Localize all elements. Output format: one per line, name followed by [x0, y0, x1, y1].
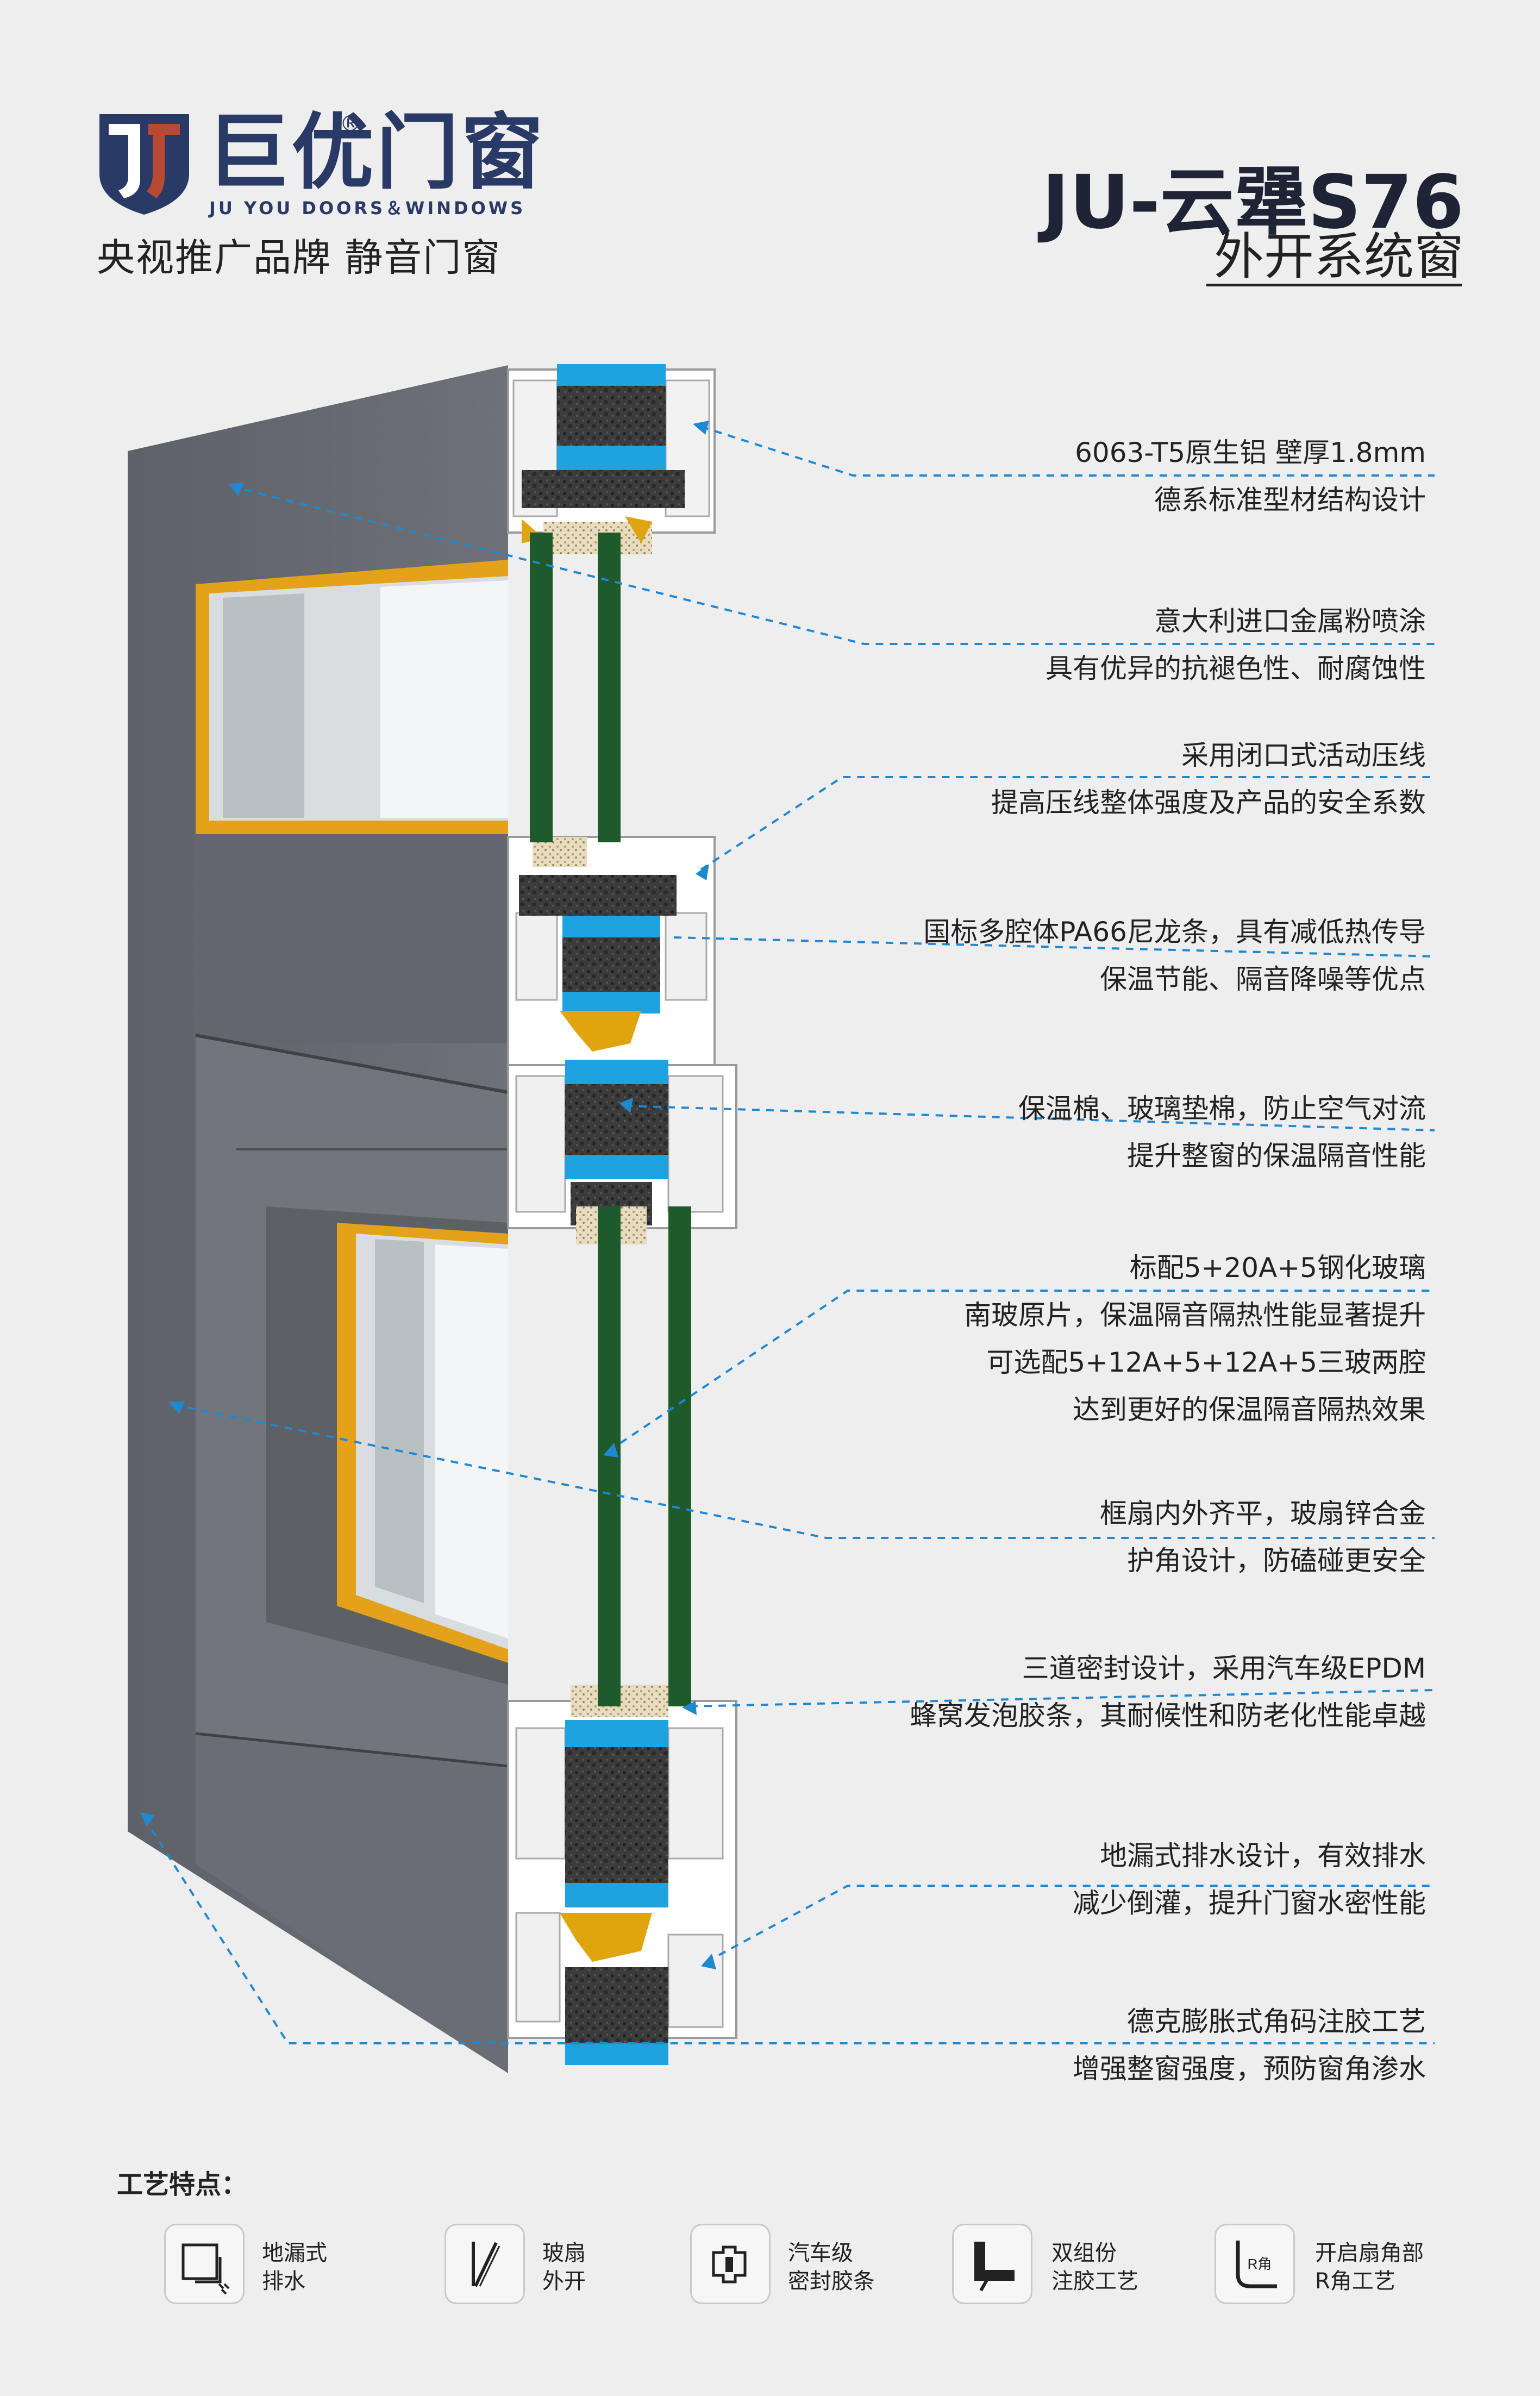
brand-slogan: 央视推广品牌 静音门窗 — [97, 235, 502, 280]
transom-face — [193, 834, 508, 1043]
lower-glass-pane-inner — [668, 1206, 691, 1706]
corner-glue-icon — [952, 2224, 1032, 2304]
sash-profile-section — [507, 1060, 737, 1244]
feature-glazing-bead-line1: 采用闭口式活动压线 — [1181, 740, 1426, 771]
product-model: JU-云犟S76 — [1042, 160, 1464, 246]
craft-item-drain-label: 地漏式排水 — [262, 2241, 327, 2294]
feature-thermal-break-line2: 保温节能、隔音降噪等优点 — [1100, 964, 1426, 995]
craft-item-sash-label: 玻扇外开 — [542, 2241, 586, 2294]
feature-corner-line2: 增强整窗强度，预防窗角渗水 — [1073, 2053, 1426, 2085]
feature-thermal-break-line1: 国标多腔体PA66尼龙条，具有减低热传导 — [923, 916, 1426, 948]
seal-strip-icon — [690, 2224, 771, 2304]
feature-glass-line4: 达到更好的保温隔音隔热效果 — [1073, 1394, 1426, 1425]
product-subtitle: 外开系统窗 — [1213, 228, 1464, 286]
brand-name: 巨优门窗 — [206, 104, 546, 201]
transom-profile-section — [507, 836, 716, 1066]
feature-glass-line1: 标配5+20A+5钢化玻璃 — [1129, 1252, 1426, 1284]
feature-corner-line1: 德克膨胀式角码注胶工艺 — [1127, 2006, 1426, 2037]
r-corner-icon: R角 — [1215, 2224, 1295, 2304]
brand-logo-icon — [99, 114, 189, 215]
craft-item-glue-label: 双组份注胶工艺 — [1051, 2241, 1138, 2294]
feature-drainage-line2: 减少倒灌，提升门窗水密性能 — [1073, 1887, 1426, 1919]
registered-mark: ® — [340, 111, 361, 136]
feature-coating-line1: 意大利进口金属粉喷涂 — [1154, 605, 1426, 637]
feature-coating-line2: 具有优异的抗褪色性、耐腐蚀性 — [1046, 653, 1426, 684]
feature-insulation-line2: 提升整窗的保温隔音性能 — [1127, 1140, 1426, 1172]
craft-item-seal-label: 汽车级密封胶条 — [788, 2241, 875, 2294]
feature-seal-line2: 蜂窝发泡胶条，其耐候性和防老化性能卓越 — [910, 1700, 1426, 1731]
r-corner-icon-text: R角 — [1248, 2256, 1272, 2272]
feature-glazing-bead-line2: 提高压线整体强度及产品的安全系数 — [991, 787, 1426, 818]
feature-aluminum-line2: 德系标准型材结构设计 — [1154, 484, 1426, 516]
feature-seal-line1: 三道密封设计，采用汽车级EPDM — [1022, 1653, 1426, 1684]
outward-sash-icon — [445, 2224, 525, 2304]
feature-insulation-line1: 保温棉、玻璃垫棉，防止空气对流 — [1018, 1093, 1426, 1124]
upper-glass-pane-inner — [598, 533, 621, 842]
feature-glass-line2: 南玻原片，保温隔音隔热性能显著提升 — [964, 1299, 1426, 1331]
feature-flush-line2: 护角设计，防磕碰更安全 — [1127, 1545, 1426, 1577]
leader-lines — [143, 426, 1435, 2044]
title-underline — [1206, 284, 1462, 286]
feature-flush-line1: 框扇内外齐平，玻扇锌合金 — [1100, 1498, 1426, 1529]
feature-glass-line3: 可选配5+12A+5+12A+5三玻两腔 — [986, 1347, 1426, 1378]
leader-arrowheads — [140, 421, 716, 1969]
craft-features-title: 工艺特点： — [117, 2169, 248, 2200]
upper-glass-pane-outer — [530, 533, 553, 842]
top-profile-section — [507, 364, 716, 554]
feature-drainage-line1: 地漏式排水设计，有效排水 — [1100, 1840, 1426, 1872]
drain-icon — [164, 2224, 245, 2304]
brand-name-english: JU YOU DOORS＆WINDOWS — [209, 198, 526, 218]
feature-aluminum-line1: 6063-T5原生铝 壁厚1.8mm — [1075, 437, 1426, 468]
bottom-profile-section — [507, 1685, 737, 2065]
